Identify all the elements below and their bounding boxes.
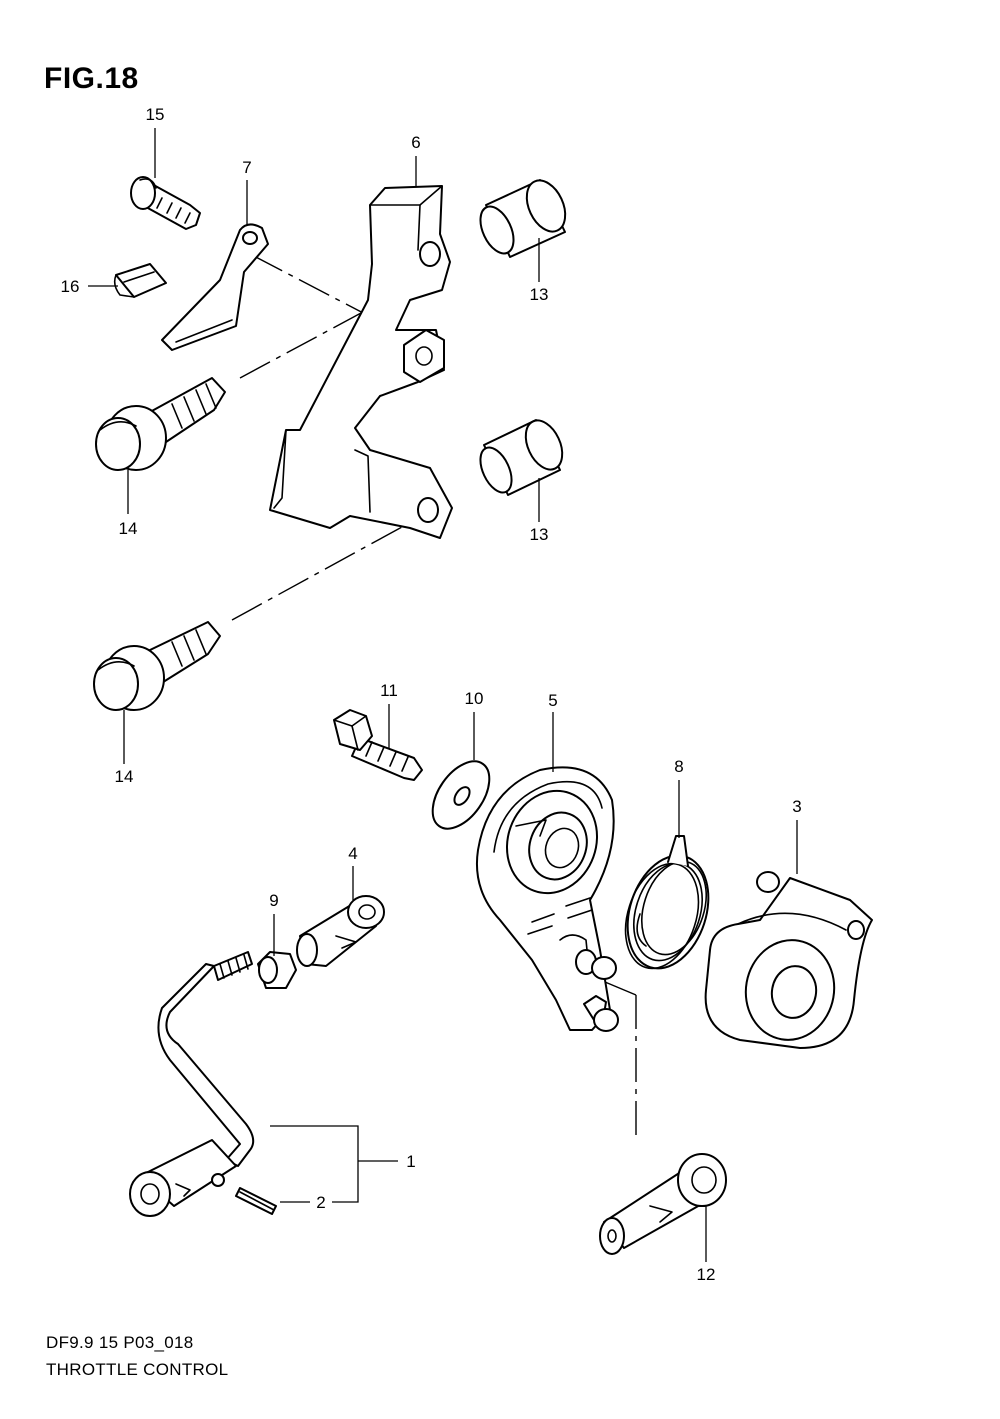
callout-14-upper: 14	[119, 519, 138, 538]
callout-14-lower: 14	[115, 767, 134, 786]
part-13-collar-lower	[479, 419, 564, 496]
figure-code: DF9.9 15 P03_018	[46, 1333, 194, 1352]
part-4-rod-end	[296, 895, 385, 967]
part-10-washer	[431, 760, 491, 830]
part-3-cam-plate	[704, 871, 873, 1049]
part-15-bolt	[130, 176, 201, 230]
callout-5: 5	[548, 691, 557, 710]
part-13-collar-upper	[479, 179, 567, 258]
callout-9: 9	[269, 891, 278, 910]
part-11-bolt	[333, 709, 423, 781]
part-12-rod-end	[599, 1153, 727, 1255]
callout-12: 12	[697, 1265, 716, 1284]
callout-4: 4	[348, 844, 357, 863]
callout-1: 1	[406, 1152, 415, 1171]
callout-16: 16	[61, 277, 80, 296]
part-5-throttle-lever	[476, 766, 619, 1032]
callout-15: 15	[146, 105, 165, 124]
part-16-clip	[113, 263, 167, 298]
part-7-plate	[161, 223, 269, 351]
leader-lines	[88, 128, 798, 1262]
callout-13-lower: 13	[530, 525, 549, 544]
callout-6: 6	[411, 133, 420, 152]
callout-2: 2	[316, 1193, 325, 1212]
callout-8: 8	[674, 757, 683, 776]
callout-10: 10	[465, 689, 484, 708]
callout-13-upper: 13	[530, 285, 549, 304]
part-8-spring	[624, 835, 710, 970]
part-9-nut	[257, 951, 297, 989]
callout-numbers: 15 7 6 16 13 13 14 14 11 10 5 8 3 4 9 1 …	[61, 105, 802, 1284]
part-2-pin	[235, 1187, 277, 1215]
part-6-bracket	[269, 185, 453, 539]
part-14-bolt-lower	[93, 621, 221, 711]
callout-3: 3	[792, 797, 801, 816]
part-1-throttle-rod	[129, 951, 255, 1217]
part-14-bolt-upper	[95, 377, 226, 471]
figure-name: THROTTLE CONTROL	[46, 1360, 229, 1379]
figure-title: FIG.18	[44, 62, 139, 95]
callout-7: 7	[242, 158, 251, 177]
callout-11: 11	[380, 681, 398, 700]
